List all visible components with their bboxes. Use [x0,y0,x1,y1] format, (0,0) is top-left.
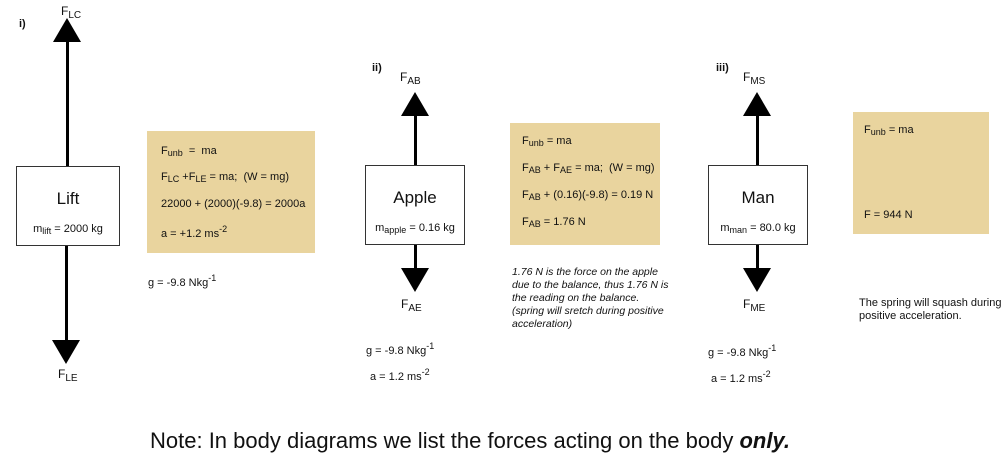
arrow-down-head-icon [52,340,80,364]
eq-line: F = 944 N [864,209,913,221]
arrow-up-shaft [414,114,417,165]
body-box-man: Man mman = 80.0 kg [708,165,808,245]
body-box-apple: Apple mapple = 0.16 kg [365,165,465,245]
eq-line: FAB + (0.16)(-9.8) = 0.19 N [522,189,654,202]
eq-line: Funb = ma [161,145,217,158]
force-label-fle: FLE [58,367,78,384]
arrow-up-head-icon [401,92,429,116]
label-iii: iii) [716,62,729,74]
arrow-up-head-icon [743,92,771,116]
body-mass: mman = 80.0 kg [720,222,796,235]
force-label-fab: FAB [400,70,421,87]
footer-note: Note: In body diagrams we list the force… [150,428,790,453]
equation-box-lift: Funb = ma FLC +FLE = ma; (W = mg) 22000 … [147,131,315,253]
gravity-value: g = -9.8 Nkg-1 [366,341,435,357]
equation-box-apple: Funb = ma FAB + FAE = ma; (W = mg) FAB +… [510,123,660,245]
eq-line: FAB + FAE = ma; (W = mg) [522,162,655,175]
label-ii: ii) [372,62,382,74]
arrow-up-shaft [756,114,759,165]
body-name: Man [741,188,775,207]
force-label-fae: FAE [401,297,422,314]
acceleration-value: a = 1.2 ms-2 [711,369,771,385]
eq-line: FAB = 1.76 N [522,216,586,229]
eq-line: Funb = ma [522,135,572,148]
eq-line: 22000 + (2000)(-9.8) = 2000a [161,198,306,210]
man-note: The spring will squash during positive a… [859,297,1002,322]
arrow-down-shaft [414,245,417,275]
force-label-flc: FLC [61,4,82,21]
arrow-up-head-icon [53,18,81,42]
body-name: Lift [56,189,80,208]
eq-line: a = +1.2 ms-2 [161,224,228,240]
label-i: i) [19,18,26,30]
arrow-down-shaft [65,246,68,346]
arrow-down-shaft [756,245,759,275]
eq-line: Funb = ma [864,124,914,137]
body-name: Apple [393,188,437,207]
force-label-fme: FME [743,297,766,314]
apple-note: 1.76 N is the force on the apple due to … [512,266,669,330]
eq-line: FLC +FLE = ma; (W = mg) [161,171,289,184]
arrow-down-head-icon [401,268,429,292]
equation-box-man: Funb = ma F = 944 N [853,112,989,234]
force-label-fms: FMS [743,70,766,87]
body-box-lift: Lift mlift = 2000 kg [16,166,120,246]
acceleration-value: a = 1.2 ms-2 [370,367,430,383]
gravity-value: g = -9.8 Nkg-1 [708,343,777,359]
body-mass: mapple = 0.16 kg [375,222,455,235]
arrow-down-head-icon [743,268,771,292]
body-mass: mlift = 2000 kg [33,223,103,236]
arrow-up-shaft [66,40,69,166]
gravity-value: g = -9.8 Nkg-1 [148,273,217,289]
